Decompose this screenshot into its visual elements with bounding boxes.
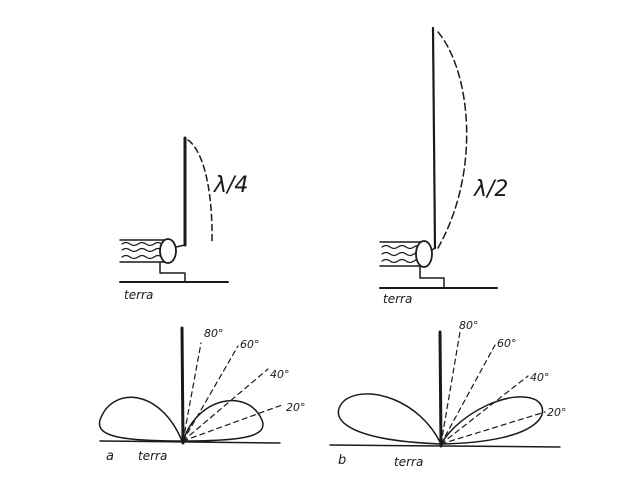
pattern-b-angle-40: 40° [530, 371, 550, 384]
antenna-b-current-curve [437, 31, 468, 249]
pattern-a-line-20 [182, 404, 283, 442]
pattern-b-ground-label: terra [394, 455, 423, 469]
antenna-a-coax-cable [119, 239, 169, 263]
antenna-a-ground-label: terra [124, 288, 153, 302]
pattern-b-right-lobe [440, 396, 544, 445]
pattern-a-ground-line [99, 440, 281, 444]
antenna-a-connector [159, 238, 177, 264]
pattern-b-ground-line [329, 444, 561, 448]
antenna-b-connector [415, 240, 433, 268]
pattern-b-line-80 [440, 331, 461, 445]
antenna-b-ground-label: terra [383, 292, 412, 306]
pattern-b-left-lobe [337, 393, 442, 445]
antenna-b-ground-lead [419, 266, 445, 289]
pattern-a-line-80 [182, 342, 202, 442]
pattern-b-angle-60: 60° [497, 337, 517, 350]
antenna-b [379, 26, 498, 289]
antenna-b-wavelength-label: λ/2 [473, 177, 508, 202]
antenna-b-coax-cable [379, 241, 423, 267]
antenna-a-current-curve [187, 139, 213, 245]
pattern-a-antenna-axis [180, 326, 185, 445]
antenna-b-radiator [431, 26, 437, 250]
pattern-a-right-lobe [182, 399, 264, 442]
pattern-b-line-60 [440, 344, 496, 445]
pattern-b-antenna-axis [438, 330, 443, 448]
pattern-b-angle-20: 20° [547, 406, 567, 419]
pattern-b-line-20 [440, 411, 546, 445]
pattern-a-ground-label: terra [138, 449, 167, 463]
pattern-a-angle-80: 80° [204, 327, 224, 340]
pattern-b [329, 330, 561, 448]
pattern-b-panel-label: b [338, 453, 346, 468]
pattern-b-line-40 [440, 375, 529, 445]
pattern-a-angle-lines [182, 342, 283, 442]
pattern-a-angle-20: 20° [286, 401, 306, 414]
pattern-a-line-60 [182, 345, 239, 442]
pattern-a-left-lobe [98, 396, 183, 442]
antenna-a [119, 136, 229, 283]
pattern-a-panel-label: a [106, 449, 114, 464]
pattern-a-line-40 [182, 368, 269, 442]
pattern-a [98, 326, 283, 445]
antenna-a-wavelength-label: λ/4 [213, 173, 248, 198]
pattern-b-angle-lines [440, 331, 546, 445]
antenna-a-ground-lead [159, 261, 186, 283]
pattern-b-angle-80: 80° [459, 319, 479, 332]
pattern-a-angle-40: 40° [270, 368, 290, 381]
pattern-a-angle-60: 60° [240, 338, 260, 351]
